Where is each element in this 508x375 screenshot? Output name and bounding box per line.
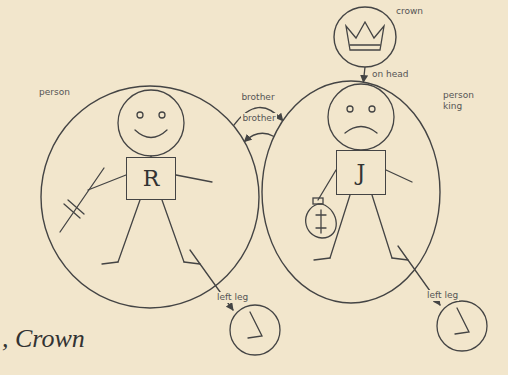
outline	[333, 6, 397, 68]
name-letter: R	[143, 166, 160, 192]
name-box: R	[126, 157, 176, 200]
relation-label: person	[38, 87, 71, 98]
person-ellipse: personR	[40, 85, 260, 309]
constant-list: , Crown	[2, 324, 85, 354]
person-ellipse: personkingJ	[261, 80, 441, 304]
relation-label: brother	[240, 92, 275, 103]
part-label: left leg	[426, 290, 459, 301]
relation-label: king	[442, 101, 463, 112]
part-label: left leg	[216, 292, 249, 303]
relation-label: crown	[395, 6, 424, 17]
relation-arrow	[244, 133, 274, 141]
relation-arrow	[363, 67, 365, 82]
relation-arrow	[233, 107, 282, 125]
relation-label: person	[442, 90, 475, 101]
relation-label: on head	[371, 69, 410, 80]
relation-label: brother	[241, 113, 276, 124]
name-box: J	[336, 150, 386, 195]
crown-circle: crown	[333, 6, 397, 68]
name-letter: J	[357, 160, 366, 186]
